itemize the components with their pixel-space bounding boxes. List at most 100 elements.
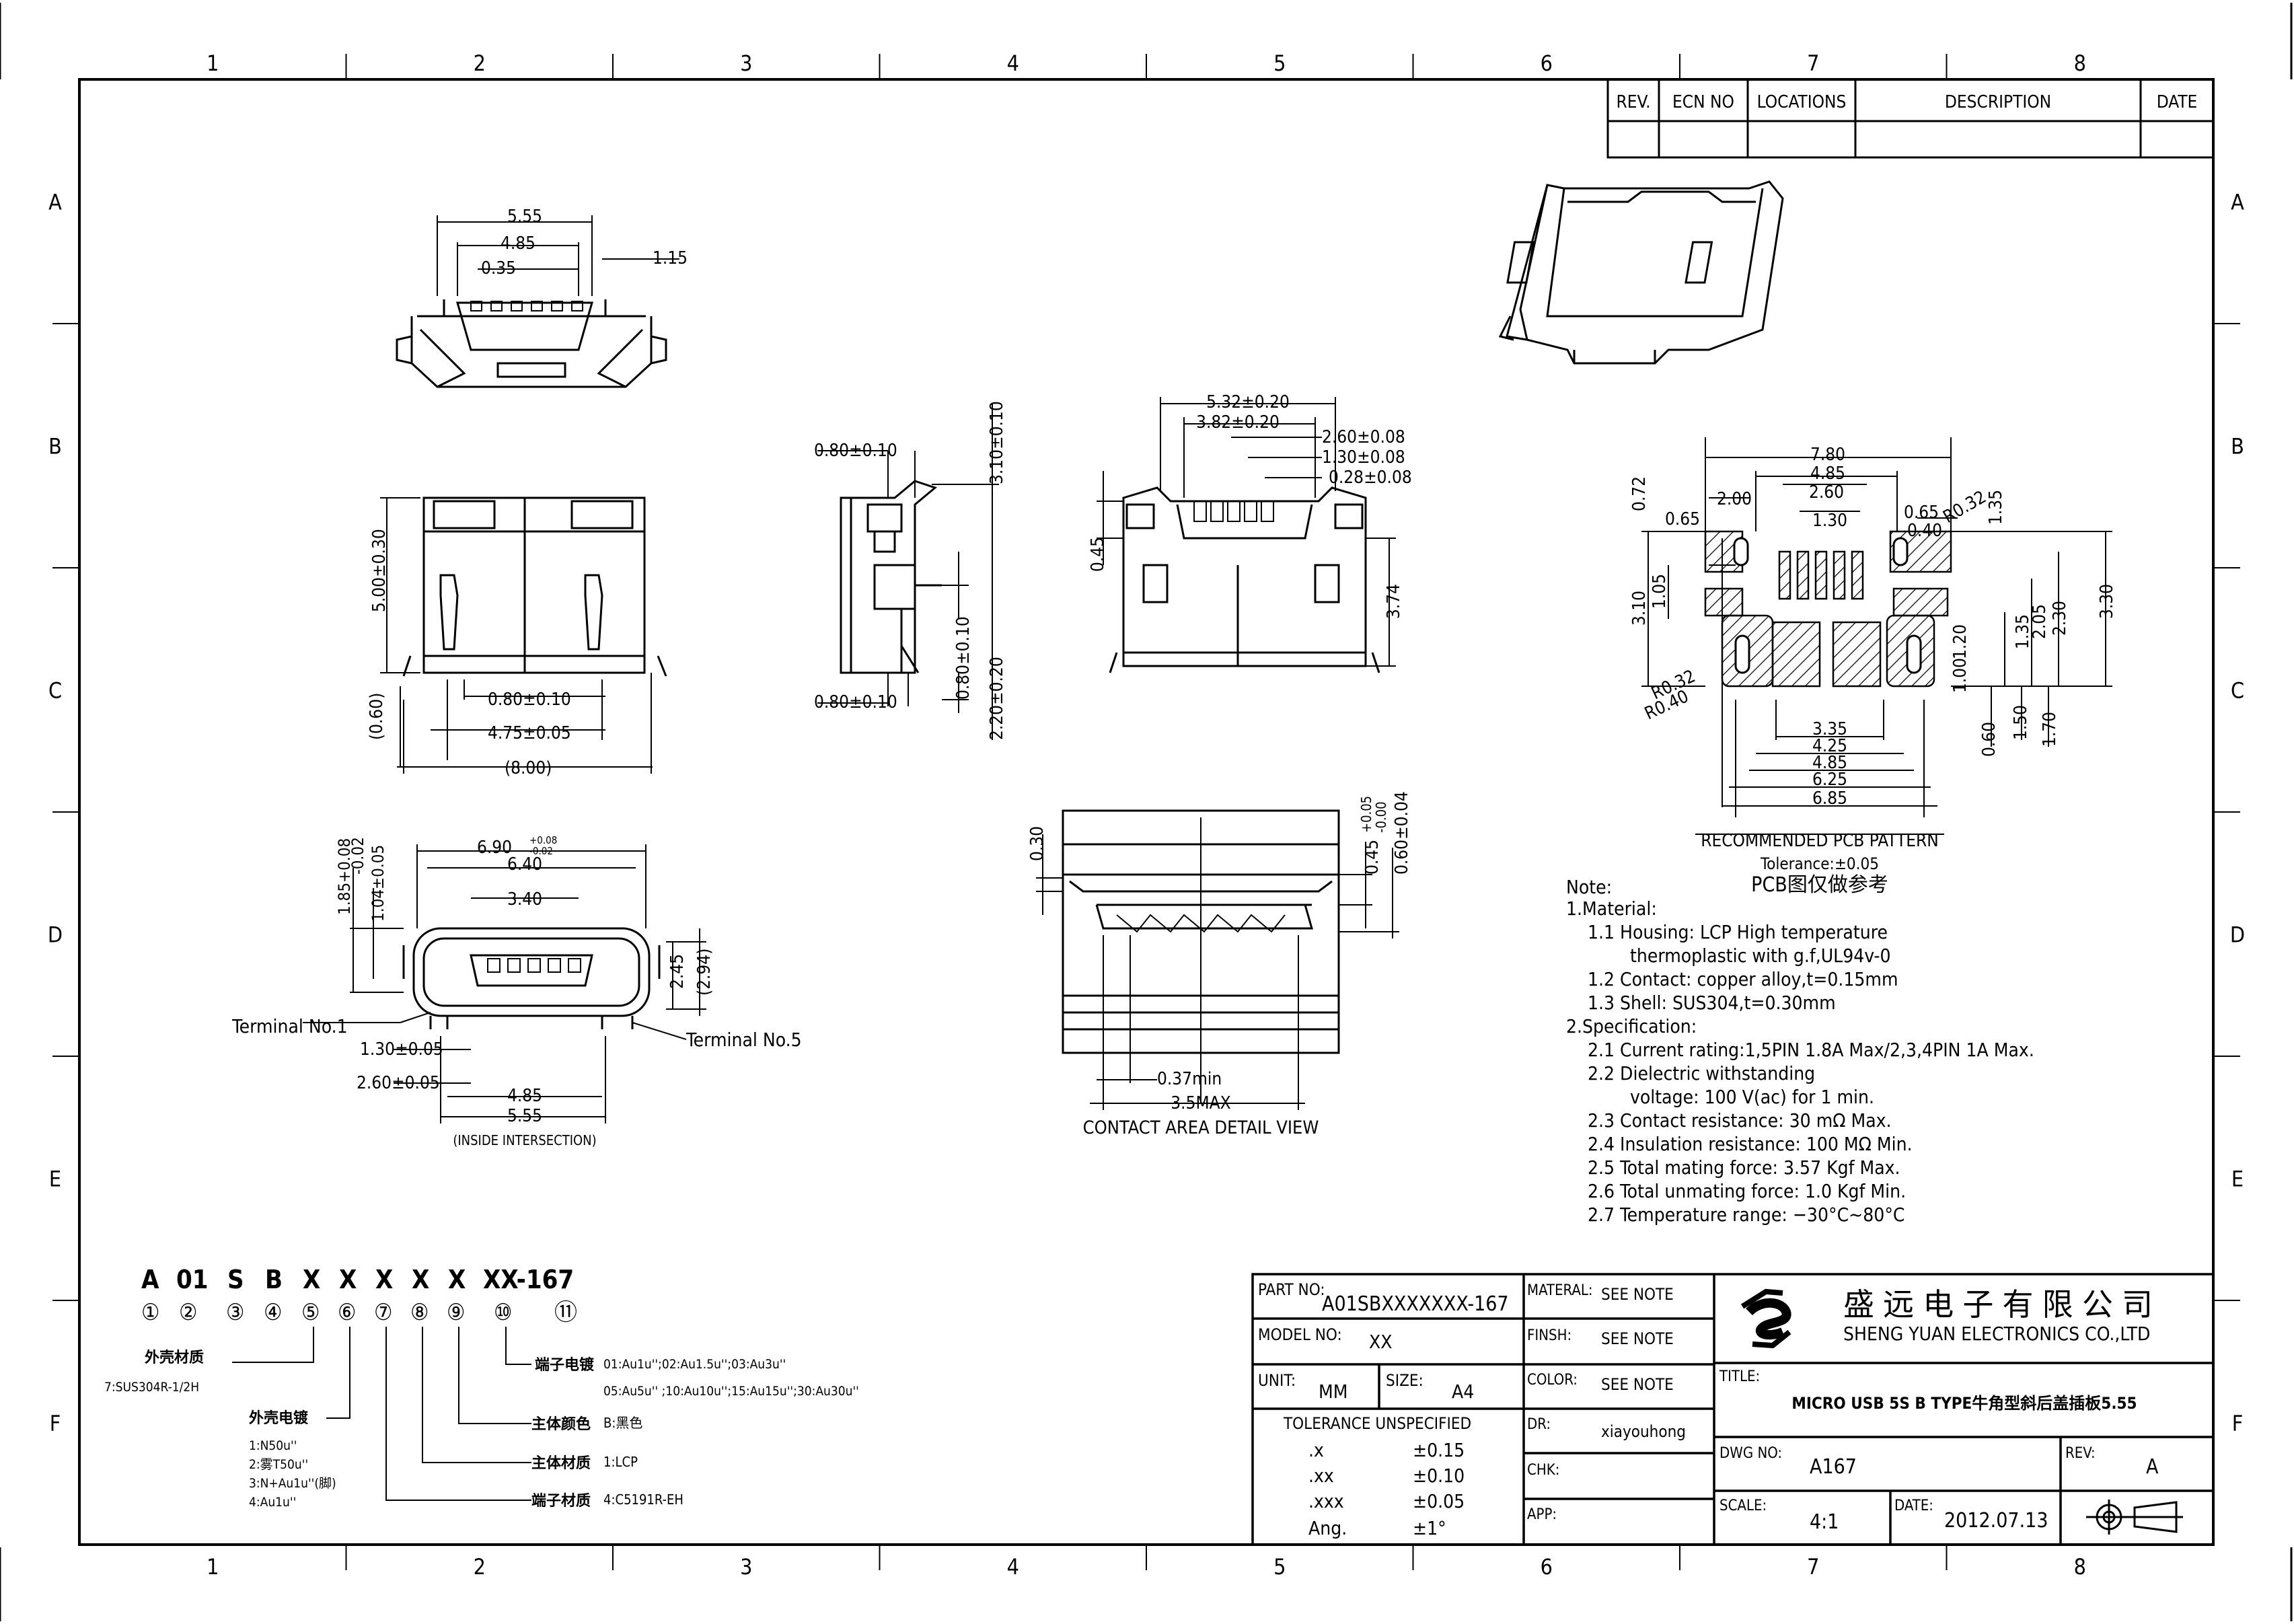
- zone-row-label-left: C: [48, 678, 62, 704]
- rev-value: A: [2146, 1455, 2159, 1479]
- contact-dim-0-30: 0.30: [1027, 826, 1047, 861]
- zone-row-label-right: F: [2232, 1411, 2244, 1436]
- zone-col-label-top: 7: [1807, 50, 1819, 76]
- note-line-11: 2.4 Insulation resistance: 100 MΩ Min.: [1588, 1133, 1913, 1155]
- code-index-8: ⑧: [410, 1299, 429, 1326]
- side-a-dim-pitch: 0.80±0.10: [488, 690, 571, 710]
- mating-dim-2-94: (2.94): [694, 949, 714, 996]
- side-a-dim-span: 4.75±0.05: [488, 723, 571, 743]
- pcb-pad-pin-1: [1778, 550, 1791, 600]
- pcb-dim-0-72: 0.72: [1629, 476, 1650, 511]
- code-char-4: B: [265, 1265, 283, 1294]
- dr-value: xiayouhong: [1601, 1422, 1686, 1441]
- body-color-value: B:黑色: [603, 1415, 642, 1431]
- color-label: COLOR:: [1527, 1372, 1578, 1389]
- corner-marks: [0, 3, 2293, 1621]
- code-index-4: ④: [264, 1299, 282, 1326]
- pcb-dim-6-25: 6.25: [1812, 770, 1847, 790]
- company-name-cn: 盛 远 电 子 有 限 公 司: [1843, 1286, 2153, 1323]
- pcb-dim-1-20: 1.20: [1950, 624, 1970, 659]
- pcb-pad-pin-2: [1796, 550, 1810, 600]
- zone-row-label-right: B: [2231, 434, 2244, 459]
- note-line-5: 1.3 Shell: SUS304,t=0.30mm: [1588, 992, 1836, 1014]
- code-index-11: ⑪: [554, 1299, 577, 1326]
- pcb-dim-1-05: 1.05: [1650, 574, 1670, 609]
- pcb-pad-pin-4: [1833, 550, 1846, 600]
- zone-col-label-bottom: 7: [1807, 1554, 1819, 1580]
- pcb-dim-3-30: 3.30: [2097, 584, 2117, 619]
- pcb-dim-1-30: 1.30: [1812, 511, 1847, 531]
- pcb-dim-0-65-left: 0.65: [1665, 509, 1700, 529]
- note-line-9: voltage: 100 V(ac) for 1 min.: [1630, 1086, 1874, 1108]
- shell-material-label: 外壳材质: [145, 1349, 204, 1366]
- part-no-label: PART NO:: [1258, 1280, 1325, 1299]
- locations-header: LOCATIONS: [1757, 92, 1847, 112]
- tol-val-3: ±0.05: [1413, 1490, 1465, 1512]
- dwg-no-label: DWG NO:: [1719, 1445, 1782, 1462]
- zone-col-label-bottom: 6: [1541, 1554, 1553, 1580]
- mating-dim-width-plus: +0.08: [529, 834, 557, 846]
- note-line-8: 2.2 Dielectric withstanding: [1588, 1062, 1815, 1084]
- shell-plating-4: 4:Au1u'': [249, 1495, 296, 1510]
- contact-dim-0-37: 0.37min: [1157, 1069, 1222, 1089]
- code-char-1: A: [141, 1265, 159, 1294]
- mating-dim-3-40: 3.40: [507, 889, 542, 910]
- pcb-dim-2-05: 2.05: [2030, 604, 2050, 639]
- body-material-value: 1:LCP: [603, 1454, 638, 1470]
- projection-symbol-icon: [2086, 1500, 2183, 1535]
- contact-dim-0-45: 0.45: [1362, 840, 1382, 875]
- tol-val-2: ±0.10: [1413, 1465, 1465, 1487]
- zone-row-label-left: D: [48, 922, 63, 948]
- pcb-dim-1-50: 1.50: [2011, 705, 2031, 740]
- pcb-pattern-title: RECOMMENDED PCB PATTERN: [1701, 831, 1939, 851]
- zone-col-label-top: 2: [474, 50, 486, 76]
- code-index-10: ⑩: [494, 1299, 512, 1326]
- front-dim-3-74: 3.74: [1384, 584, 1404, 619]
- mating-dim-1-04: 1.04±0.05: [369, 845, 387, 922]
- code-char-5: X: [303, 1265, 320, 1294]
- front-dim-0-45: 0.45: [1088, 537, 1108, 572]
- model-no-label: MODEL NO:: [1258, 1325, 1342, 1344]
- pcb-tolerance: Tolerance:±0.05: [1760, 854, 1879, 873]
- zone-col-label-top: 8: [2074, 50, 2086, 76]
- date-value: 2012.07.13: [1944, 1509, 2048, 1533]
- pcb-cn-note: PCB图仅做参考: [1751, 873, 1888, 897]
- note-line-12: 2.5 Total mating force: 3.57 Kgf Max.: [1588, 1156, 1900, 1179]
- inside-intersection-note: (INSIDE INTERSECTION): [453, 1132, 596, 1148]
- code-index-3: ③: [226, 1299, 244, 1326]
- pcb-dim-4-85-bottom: 4.85: [1812, 753, 1847, 773]
- note-line-3: thermoplastic with g.f,UL94v-0: [1630, 945, 1891, 967]
- note-line-4: 1.2 Contact: copper alloy,t=0.15mm: [1588, 968, 1898, 990]
- terminal-plating-label: 端子电镀: [535, 1356, 595, 1374]
- zone-col-label-bottom: 5: [1273, 1554, 1286, 1580]
- drawing-title: MICRO USB 5S B TYPE牛角型斜后盖插板5.55: [1791, 1394, 2137, 1413]
- pcb-pad-center-left: [1771, 621, 1821, 688]
- terminal-5-label: Terminal No.5: [686, 1029, 802, 1051]
- tol-val-1: ±0.15: [1413, 1439, 1465, 1461]
- code-char-9: X: [448, 1265, 466, 1294]
- shell-plating-1: 1:N50u'': [249, 1438, 297, 1453]
- front-view: 5.32±0.20 3.82±0.20 2.60±0.08 1.30±0.08 …: [1088, 392, 1412, 673]
- mating-dim-2-60: 2.60±0.05: [357, 1073, 440, 1093]
- color-value: SEE NOTE: [1601, 1375, 1674, 1394]
- note-line-14: 2.7 Temperature range: −30°C~80°C: [1588, 1204, 1905, 1226]
- zone-col-label-bottom: 4: [1007, 1554, 1019, 1580]
- note-line-2: 1.1 Housing: LCP High temperature: [1588, 921, 1888, 943]
- mating-face-view: 6.90 +0.08 -0.02 6.40 3.40 1.85+0.08 -0.…: [231, 834, 802, 1148]
- pcb-dim-r-0-32-top: R0.32: [1940, 487, 1990, 527]
- contact-dim-0-45-plus: +0.05: [1358, 796, 1374, 833]
- date-header: DATE: [2157, 92, 2198, 112]
- code-char-10: XX-167: [483, 1265, 574, 1294]
- note-line-7: 2.1 Current rating:1,5PIN 1.8A Max/2,3,4…: [1588, 1039, 2034, 1061]
- zone-row-label-right: C: [2231, 678, 2244, 704]
- mating-dim-1-85-minus: -0.02: [348, 837, 367, 875]
- side-a-dim-length: (8.00): [505, 758, 552, 778]
- side-b-dim-top-thick: 0.80±0.10: [814, 441, 897, 461]
- mating-dim-1-30: 1.30±0.05: [360, 1039, 443, 1060]
- pcb-dim-0-65-right: 0.65: [1904, 503, 1939, 523]
- mating-dim-1-85: 1.85+0.08: [335, 838, 354, 915]
- rev-label: REV:: [2065, 1445, 2096, 1462]
- pcb-pad-right-mid: [1892, 587, 1949, 617]
- note-line-10: 2.3 Contact resistance: 30 mΩ Max.: [1588, 1109, 1892, 1132]
